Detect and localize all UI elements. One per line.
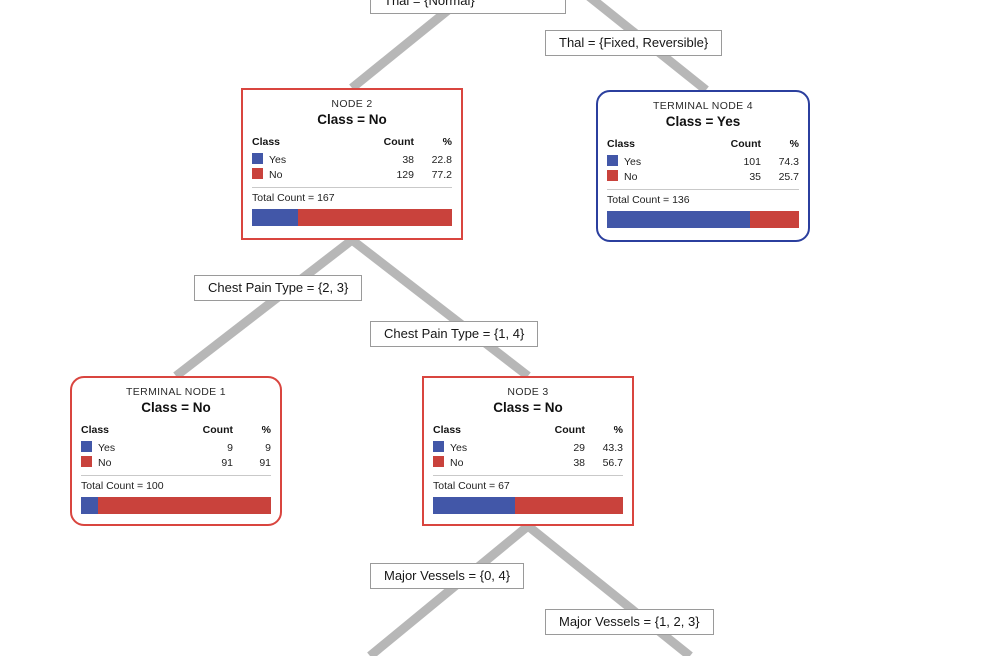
col-header-count: Count xyxy=(383,136,414,148)
class-distribution-table: Class Count % Yes 101 74.3 No 35 25.7 xyxy=(607,138,799,184)
row-label: No xyxy=(624,171,638,183)
row-percent: 56.7 xyxy=(602,456,623,469)
col-header-percent: % xyxy=(261,424,271,436)
node-class-label: Class = No xyxy=(141,400,211,415)
edge-label-major-vessels-0-4: Major Vessels = {0, 4} xyxy=(370,563,525,589)
table-row: No 38 56.7 xyxy=(433,455,623,470)
edge-label-chest-pain-2-3: Chest Pain Type = {2, 3} xyxy=(194,275,363,301)
legend-swatch-no-icon xyxy=(252,168,263,179)
edge-label-major-vessels-1-2-3: Major Vessels = {1, 2, 3} xyxy=(545,609,714,635)
legend-swatch-no-icon xyxy=(433,456,444,467)
row-percent: 25.7 xyxy=(778,170,799,183)
row-percent: 74.3 xyxy=(778,155,799,168)
distribution-bar-segment-yes xyxy=(252,209,298,226)
node-class-label: Class = No xyxy=(493,400,563,415)
legend-swatch-no-icon xyxy=(81,456,92,467)
row-label: No xyxy=(450,457,464,469)
col-header-percent: % xyxy=(442,136,452,148)
table-row: Yes 29 43.3 xyxy=(433,440,623,455)
total-count-label: Total Count = 167 xyxy=(252,187,452,204)
row-label: Yes xyxy=(98,442,116,454)
node-card-terminal4[interactable]: TERMINAL NODE 4 Class = Yes Class Count … xyxy=(596,90,810,242)
row-count: 101 xyxy=(743,155,761,168)
node-title: TERMINAL NODE 1 xyxy=(126,386,226,398)
row-percent: 22.8 xyxy=(431,153,452,166)
table-row: No 91 91 xyxy=(81,455,271,470)
total-count-label: Total Count = 100 xyxy=(81,475,271,492)
node-title: NODE 3 xyxy=(507,386,549,398)
row-percent: 91 xyxy=(259,456,271,469)
node-title: TERMINAL NODE 4 xyxy=(653,100,753,112)
row-percent: 43.3 xyxy=(602,441,623,454)
row-percent: 9 xyxy=(265,441,271,454)
distribution-bar-segment-no xyxy=(98,497,271,514)
class-distribution-table: Class Count % Yes 29 43.3 No 38 56.7 xyxy=(433,424,623,470)
distribution-bar xyxy=(81,497,271,514)
distribution-bar-segment-no xyxy=(749,211,799,228)
distribution-bar xyxy=(252,209,452,226)
row-label: No xyxy=(269,169,283,181)
total-count-label: Total Count = 136 xyxy=(607,189,799,206)
legend-swatch-yes-icon xyxy=(607,155,618,166)
table-row: Yes 9 9 xyxy=(81,440,271,455)
row-count: 91 xyxy=(221,456,233,469)
col-header-count: Count xyxy=(554,424,585,436)
col-header-count: Count xyxy=(730,138,761,150)
edge-node3-to-left-child xyxy=(367,522,531,656)
row-count: 9 xyxy=(227,441,233,454)
table-header-row: Class Count % xyxy=(81,424,271,440)
legend-swatch-yes-icon xyxy=(433,441,444,452)
legend-swatch-no-icon xyxy=(607,170,618,181)
row-count: 29 xyxy=(573,441,585,454)
row-label: Yes xyxy=(624,156,642,168)
col-header-percent: % xyxy=(789,138,799,150)
col-header-class: Class xyxy=(81,424,110,436)
legend-swatch-yes-icon xyxy=(81,441,92,452)
col-header-class: Class xyxy=(252,136,281,148)
node-card-node2[interactable]: NODE 2 Class = No Class Count % Yes 38 2… xyxy=(241,88,463,240)
legend-swatch-yes-icon xyxy=(252,153,263,164)
row-count: 38 xyxy=(402,153,414,166)
edge-node3-to-right-child xyxy=(525,522,693,656)
edge-label-thal-normal: Thal = {Normal} xyxy=(370,0,566,14)
col-header-class: Class xyxy=(433,424,462,436)
class-distribution-table: Class Count % Yes 38 22.8 No 129 77.2 xyxy=(252,136,452,182)
table-row: Yes 101 74.3 xyxy=(607,154,799,169)
node-card-terminal1[interactable]: TERMINAL NODE 1 Class = No Class Count %… xyxy=(70,376,282,526)
table-row: No 35 25.7 xyxy=(607,169,799,184)
row-label: No xyxy=(98,457,112,469)
node-title: NODE 2 xyxy=(331,98,373,110)
distribution-bar-segment-no xyxy=(515,497,623,514)
row-count: 129 xyxy=(396,168,414,181)
table-header-row: Class Count % xyxy=(252,136,452,152)
edge-node2-to-node3 xyxy=(349,236,531,380)
total-count-label: Total Count = 67 xyxy=(433,475,623,492)
row-percent: 77.2 xyxy=(431,168,452,181)
class-distribution-table: Class Count % Yes 9 9 No 91 91 xyxy=(81,424,271,470)
distribution-bar xyxy=(433,497,623,514)
distribution-bar-segment-yes xyxy=(433,497,516,514)
distribution-bar-segment-no xyxy=(297,209,452,226)
table-row: No 129 77.2 xyxy=(252,167,452,182)
col-header-count: Count xyxy=(202,424,233,436)
row-label: Yes xyxy=(450,442,468,454)
edge-node2-to-terminal1 xyxy=(173,236,355,380)
row-count: 35 xyxy=(749,170,761,183)
table-header-row: Class Count % xyxy=(433,424,623,440)
col-header-percent: % xyxy=(613,424,623,436)
table-row: Yes 38 22.8 xyxy=(252,152,452,167)
node-class-label: Class = No xyxy=(317,112,387,127)
distribution-bar xyxy=(607,211,799,228)
row-count: 38 xyxy=(573,456,585,469)
edge-label-chest-pain-1-4: Chest Pain Type = {1, 4} xyxy=(370,321,539,347)
node-card-node3[interactable]: NODE 3 Class = No Class Count % Yes 29 4… xyxy=(422,376,634,526)
edge-label-thal-fixed-reversible: Thal = {Fixed, Reversible} xyxy=(545,30,723,56)
row-label: Yes xyxy=(269,154,287,166)
node-class-label: Class = Yes xyxy=(665,114,741,129)
distribution-bar-segment-yes xyxy=(81,497,99,514)
distribution-bar-segment-yes xyxy=(607,211,750,228)
col-header-class: Class xyxy=(607,138,636,150)
table-header-row: Class Count % xyxy=(607,138,799,154)
